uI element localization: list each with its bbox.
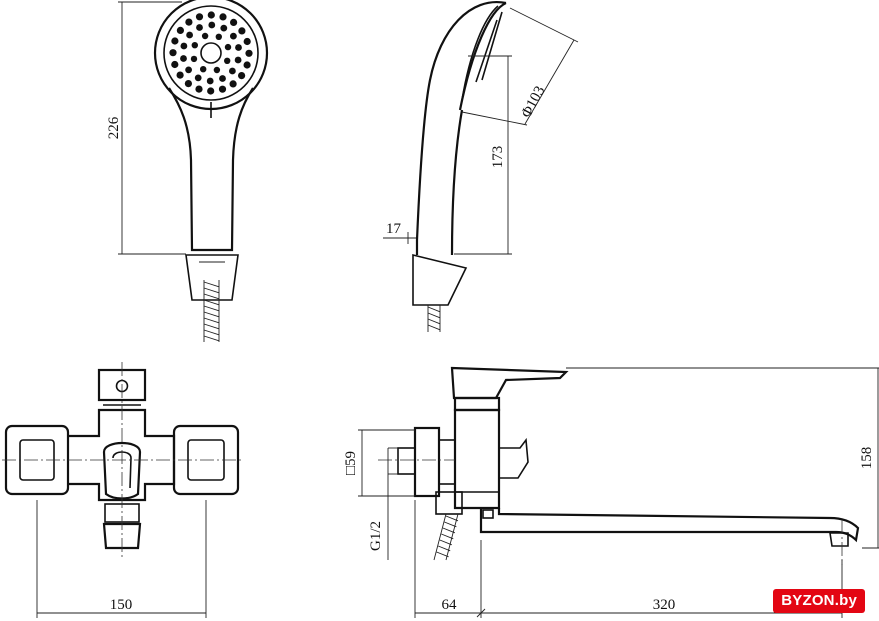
dim-17-label: 17 xyxy=(386,221,402,237)
nozzle-hole xyxy=(180,42,188,50)
nozzle-hole xyxy=(190,55,198,63)
dim-320-label: 320 xyxy=(653,597,676,613)
hose-coil-segment xyxy=(427,306,441,313)
hose-coil-segment xyxy=(445,515,459,522)
dim-g12-label: G1/2 xyxy=(368,521,384,551)
shower-head-front-view: 226 xyxy=(106,0,269,342)
nozzle-hole xyxy=(185,18,193,26)
hose-coil-segment xyxy=(441,533,454,540)
nozzle-hole xyxy=(196,24,203,31)
mixer-front-view: 150 xyxy=(2,362,244,618)
nozzle-hole xyxy=(185,66,193,74)
nozzle-hole xyxy=(176,26,184,34)
nozzle-hole xyxy=(207,87,215,95)
hose-coil-side xyxy=(427,306,441,331)
hose-coil-segment xyxy=(203,317,220,324)
hose-coil xyxy=(203,281,220,342)
hose-coil-segment xyxy=(438,545,451,552)
nozzle-hole xyxy=(224,57,231,64)
dim-59-label: □59 xyxy=(343,451,359,475)
nozzle-hole xyxy=(235,44,242,51)
nozzle-hole xyxy=(201,32,209,40)
nozzle-hole xyxy=(191,42,198,49)
nozzle-hole xyxy=(171,60,179,69)
shower-head-side-view: Φ103 173 17 xyxy=(383,0,579,332)
nozzle-hole xyxy=(229,67,236,75)
nozzle-hole xyxy=(243,61,251,69)
nozzle-hole xyxy=(180,55,187,62)
nozzle-hole xyxy=(219,13,227,21)
nozzle-pattern xyxy=(169,11,253,95)
nozzle-hole xyxy=(229,80,237,88)
hose-coil-segment xyxy=(203,305,220,312)
dim-64-label: 64 xyxy=(442,597,458,613)
nozzle-hole xyxy=(230,32,237,40)
nozzle-hole xyxy=(169,49,177,57)
nozzle-hole xyxy=(208,21,216,29)
hose-coil-segment xyxy=(427,318,441,325)
hose-coil-segment xyxy=(203,287,220,294)
nozzle-hole xyxy=(219,75,226,82)
dim-226-label: 226 xyxy=(106,116,122,139)
hose-coil-segment xyxy=(436,551,449,558)
hose-coil-segment xyxy=(439,539,452,546)
hose-coil-segment xyxy=(427,324,441,331)
nozzle-hole xyxy=(184,80,192,88)
hose-coil-segment xyxy=(203,281,220,288)
nozzle-hole xyxy=(195,13,204,21)
nozzle-hole xyxy=(238,72,246,80)
dim-103-label: Φ103 xyxy=(519,84,549,121)
hose-coil-segment xyxy=(427,312,441,319)
nozzle-hole xyxy=(234,56,242,64)
nozzle-hole xyxy=(171,37,179,45)
watermark-logo: BYZON.by xyxy=(773,589,865,613)
dim-173-label: 173 xyxy=(490,146,506,169)
nozzle-hole xyxy=(186,31,194,39)
nozzle-hole xyxy=(220,24,228,32)
nozzle-hole xyxy=(243,37,251,46)
nozzle-hole xyxy=(213,66,221,74)
hose-coil-segment xyxy=(442,527,456,534)
hose-coil-segment xyxy=(203,293,220,300)
hose-coil-segment xyxy=(444,521,457,528)
nozzle-hole xyxy=(176,71,184,79)
nozzle-hole xyxy=(245,49,253,57)
nozzle-hole xyxy=(194,74,202,82)
nozzle-hole xyxy=(200,66,207,73)
nozzle-hole xyxy=(215,33,222,40)
hose-coil-segment xyxy=(203,329,220,336)
nozzle-hole xyxy=(195,85,203,93)
hose-coil-segment xyxy=(203,335,220,342)
dim-158-label: 158 xyxy=(859,447,875,470)
nozzle-hole xyxy=(206,77,214,85)
hose-coil-mixer xyxy=(436,515,459,558)
nozzle-hole xyxy=(224,43,232,51)
hose-coil-segment xyxy=(203,323,220,330)
dim-150-label: 150 xyxy=(110,597,133,613)
nozzle-hole xyxy=(238,27,246,35)
nozzle-hole xyxy=(230,18,238,26)
hose-coil-segment xyxy=(203,299,220,306)
nozzle-hole xyxy=(218,85,227,93)
nozzle-hole xyxy=(207,11,215,19)
hose-coil-segment xyxy=(203,311,220,318)
mixer-side-view: □59 G1/2 158 64 320 xyxy=(343,366,879,618)
